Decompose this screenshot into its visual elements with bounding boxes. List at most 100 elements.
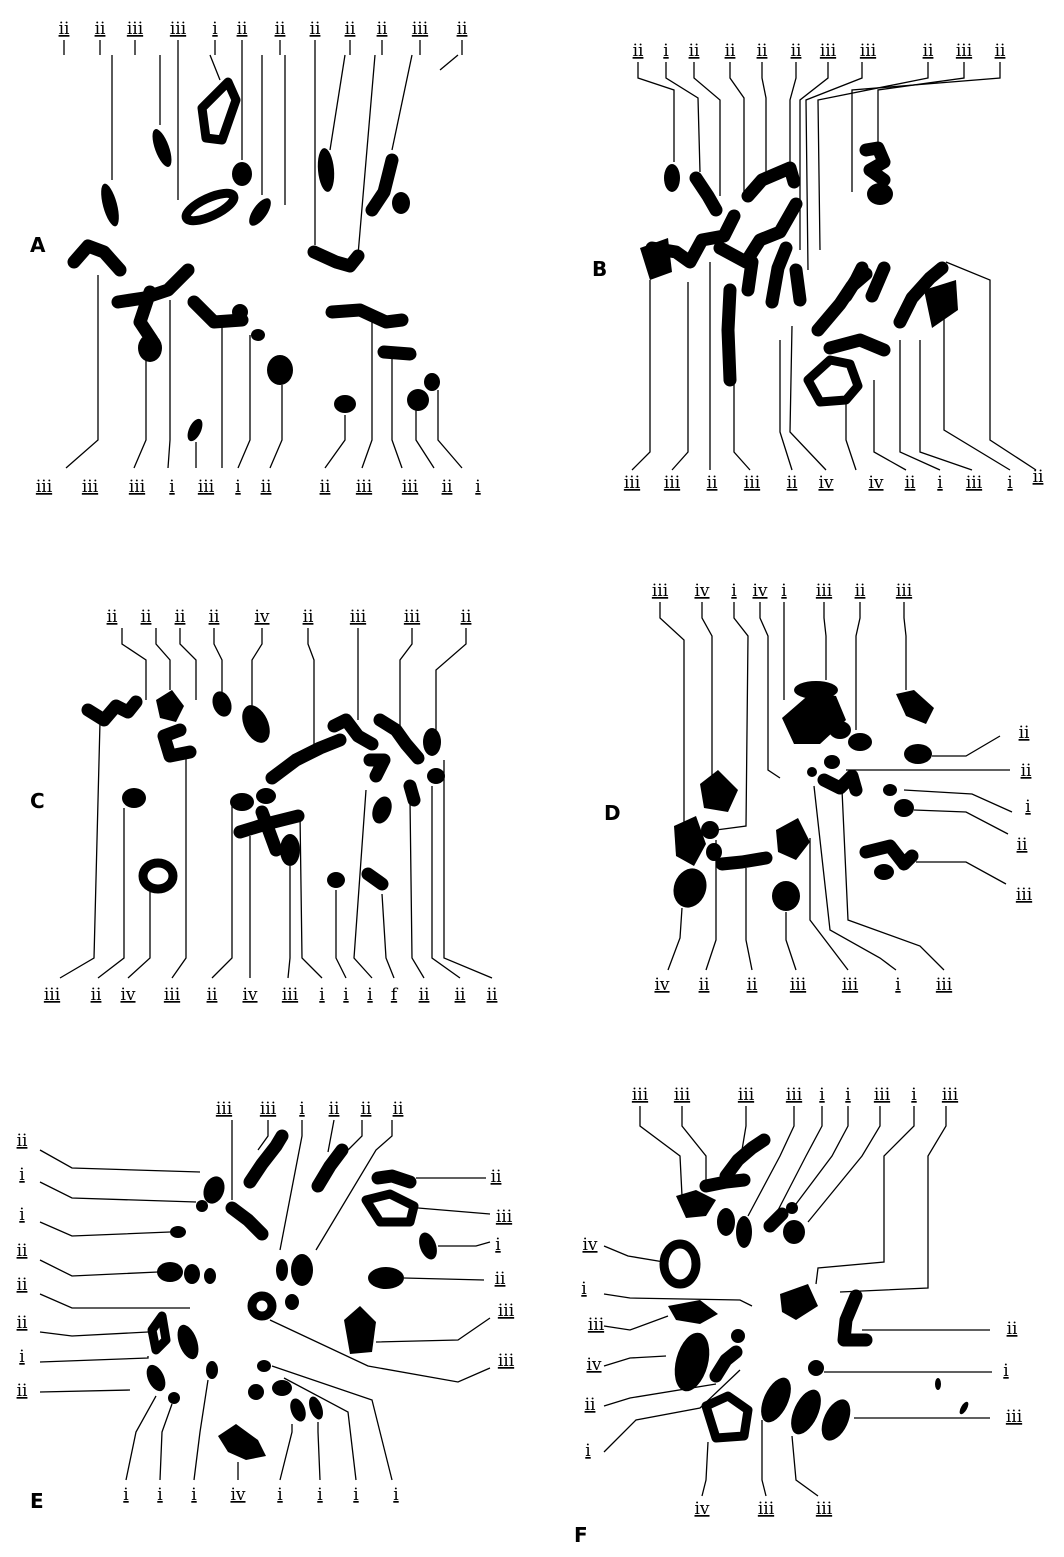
chromosomes-c: [88, 689, 445, 889]
right-labels-e: ii iii i ii iii iii: [491, 1167, 515, 1371]
chromosome-label: iii: [942, 1085, 959, 1105]
chromosome-label: iv: [120, 985, 135, 1005]
panel-d: D: [604, 581, 1033, 995]
top-labels-a: ii ii iii iii i ii ii ii ii ii iii ii: [59, 19, 468, 39]
chromosome-label: iv: [694, 1499, 709, 1519]
chromosome: [256, 788, 276, 804]
chromosome-label: ii: [393, 1099, 404, 1119]
chromosome: [726, 1140, 764, 1176]
chromosome: [755, 1373, 797, 1427]
leader-line: [786, 912, 796, 970]
right-labels-d: ii ii i ii iii: [1016, 723, 1033, 905]
chromosome-label: iii: [216, 1099, 233, 1119]
leader-line: [40, 1390, 130, 1392]
top-labels-c: ii ii ii ii iv ii iii iii ii: [107, 607, 472, 627]
chromosome-label: i: [19, 1205, 25, 1225]
chromosome-label: i: [585, 1441, 591, 1461]
chromosome-label: iii: [632, 1085, 649, 1105]
leader-line: [308, 628, 314, 745]
leader-line: [40, 1260, 158, 1276]
chromosome: [848, 733, 872, 751]
leader-line: [810, 838, 848, 970]
chromosome: [272, 1380, 292, 1396]
chromosome: [252, 1296, 272, 1316]
chromosome-label: ii: [442, 477, 453, 497]
leader-line: [98, 808, 124, 978]
chromosome-label: iv: [654, 975, 669, 995]
chromosome-label: iii: [164, 985, 181, 1005]
chromosome-label: ii: [757, 41, 768, 61]
chromosome-label: ii: [275, 19, 286, 39]
chromosome: [867, 183, 893, 205]
chromosome-label: ii: [17, 1131, 28, 1151]
panel-a: A: [30, 19, 481, 497]
chromosome: [138, 334, 162, 362]
chromosome: [170, 1226, 186, 1238]
bottom-labels-f: iv iii iii: [694, 1499, 832, 1519]
chromosome-label: iii: [966, 473, 983, 493]
chromosome: [248, 1384, 264, 1400]
chromosome: [291, 1254, 313, 1286]
chromosome-label: iii: [956, 41, 973, 61]
chromosome: [780, 1284, 818, 1320]
chromosome-label: iii: [356, 477, 373, 497]
chromosome: [143, 863, 173, 889]
chromosome: [731, 1329, 745, 1343]
leader-line: [702, 1442, 708, 1496]
chromosome: [816, 1395, 856, 1445]
chromosome-label: i: [299, 1099, 305, 1119]
bottom-labels-d: iv ii ii iii iii i iii: [654, 975, 952, 995]
chromosome: [149, 127, 176, 169]
chromosome-label: ii: [329, 1099, 340, 1119]
chromosome: [410, 786, 414, 800]
panel-letter-c: C: [30, 789, 45, 813]
chromosome: [316, 147, 336, 192]
chromosome-label: ii: [455, 985, 466, 1005]
chromosomes-e: [143, 1136, 440, 1460]
chromosome-label: ii: [207, 985, 218, 1005]
leader-line: [354, 790, 372, 978]
chromosome-label: iii: [758, 1499, 775, 1519]
leader-line: [604, 1384, 716, 1406]
chromosome-label: ii: [17, 1241, 28, 1261]
leader-line: [40, 1356, 148, 1362]
chromosome-label: ii: [175, 607, 186, 627]
chromosome: [372, 160, 392, 210]
leader-line: [404, 1278, 484, 1280]
chromosome-label: ii: [725, 41, 736, 61]
leader-line: [792, 1436, 818, 1496]
right-labels-f: ii i iii: [1003, 1319, 1022, 1427]
chromosome: [314, 252, 358, 266]
chromosome-label: iii: [170, 19, 187, 39]
left-labels-f: iv i iii iv ii i: [581, 1235, 604, 1461]
left-labels-e: ii i i ii ii ii i ii: [17, 1131, 28, 1401]
chromosome-label: iii: [129, 477, 146, 497]
chromosome: [232, 1208, 262, 1234]
chromosome: [883, 784, 897, 796]
panel-letter-b: B: [592, 257, 607, 281]
chromosome: [202, 82, 236, 140]
chromosome-label: iii: [664, 473, 681, 493]
chromosome-label: i: [581, 1279, 587, 1299]
chromosome: [332, 310, 402, 322]
chromosome: [783, 1220, 805, 1244]
leader-line: [904, 790, 1012, 812]
top-labels-e: iii iii i ii ii ii: [216, 1099, 404, 1119]
leader-line: [66, 275, 98, 468]
leader-line: [316, 1120, 392, 1250]
chromosome-label: ii: [1007, 1319, 1018, 1339]
chromosome-label: iii: [624, 473, 641, 493]
chromosome-label: iii: [498, 1301, 515, 1321]
chromosome-label: iv: [586, 1355, 601, 1375]
chromosome: [722, 858, 766, 864]
leader-line: [748, 1106, 794, 1216]
chromosome-label: ii: [419, 985, 430, 1005]
leader-line: [40, 1222, 170, 1236]
bottom-labels-e: i i i iv i i i i: [123, 1485, 399, 1505]
chromosome: [668, 864, 712, 913]
chromosome: [327, 872, 345, 888]
leader-line: [878, 62, 964, 148]
chromosome: [423, 728, 441, 756]
chromosome-label: iii: [36, 477, 53, 497]
